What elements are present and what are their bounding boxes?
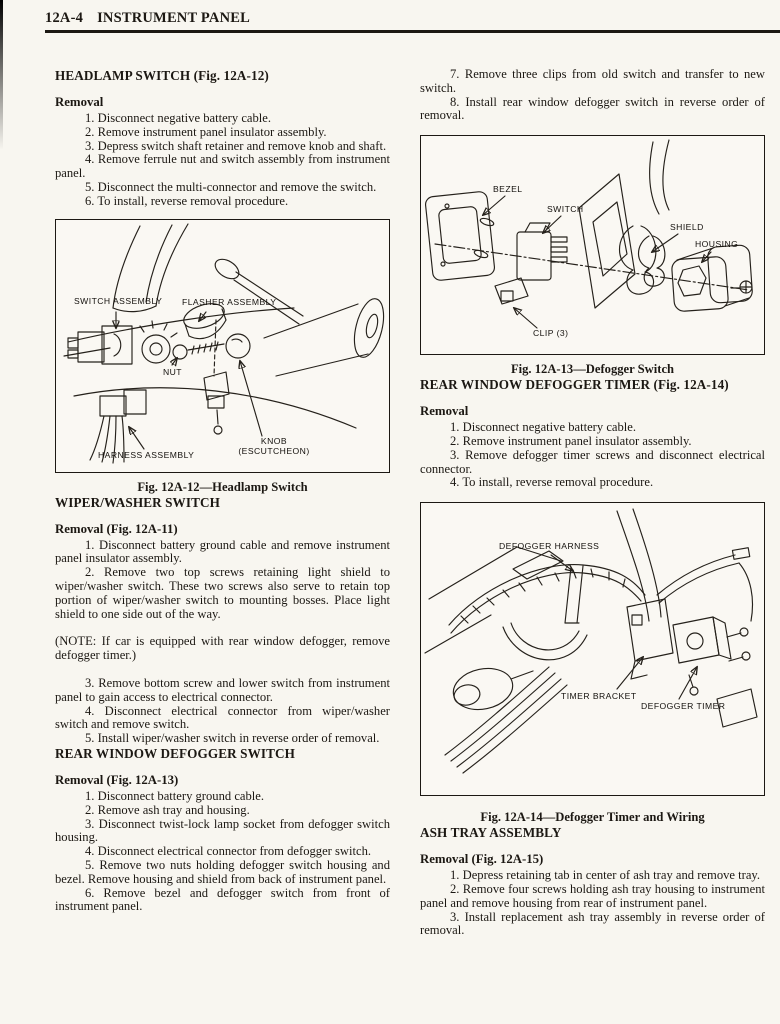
procedure-step: 4. Disconnect electrical connector from … bbox=[55, 703, 390, 732]
scan-edge-artifact bbox=[0, 0, 3, 150]
procedure-step: 8. Install rear window defogger switch i… bbox=[420, 94, 765, 123]
left-column: HEADLAMP SWITCH (Fig. 12A-12) Removal 1.… bbox=[55, 42, 390, 938]
figure-12a12: SWITCH ASSEMBLY FLASHER ASSEMBLY NUT HAR… bbox=[55, 218, 390, 495]
procedure-step: 3. Depress switch shaft retainer and rem… bbox=[85, 138, 387, 153]
procedure-step: 5. Install wiper/washer switch in revers… bbox=[85, 731, 380, 746]
figure-12a14-caption: Fig. 12A-14—Defogger Timer and Wiring bbox=[480, 810, 705, 825]
procedure-step: 6. Remove bezel and defogger switch from… bbox=[55, 885, 390, 914]
figure-label-switch: SWITCH bbox=[547, 204, 584, 215]
figure-12a14-box: DEFOGGER HARNESS TIMER BRACKET DEFOGGER … bbox=[420, 502, 765, 797]
figure-label-switch-assembly: SWITCH ASSEMBLY bbox=[74, 295, 163, 306]
procedure-step: 5. Disconnect the multi-connector and re… bbox=[85, 179, 377, 194]
figure-label-shield: SHIELD bbox=[670, 222, 704, 233]
procedure-step: 2. Remove two top screws retaining light… bbox=[55, 565, 390, 621]
procedure-step: 1. Disconnect battery ground cable and r… bbox=[55, 537, 390, 566]
procedure-step: 1. Depress retaining tab in center of as… bbox=[450, 868, 761, 883]
procedure-step: 7. Remove three clips from old switch an… bbox=[420, 67, 765, 95]
figure-12a13-caption: Fig. 12A-13—Defogger Switch bbox=[510, 362, 675, 377]
removal-subheading: Removal bbox=[55, 95, 104, 109]
procedure-step: 2. Remove ash tray and housing. bbox=[85, 802, 250, 817]
figure-12a13: BEZEL SWITCH SHIELD HOUSING CLIP (3) Fig… bbox=[420, 135, 765, 377]
figure-label-nut: NUT bbox=[163, 366, 183, 377]
page-title: INSTRUMENT PANEL bbox=[97, 10, 250, 26]
figure-label-defogger-harness: DEFOGGER HARNESS bbox=[499, 541, 600, 552]
figure-12a12-caption: Fig. 12A-12—Headlamp Switch bbox=[137, 479, 308, 494]
figure-label-harness-assembly: HARNESS ASSEMBLY bbox=[98, 449, 195, 460]
procedure-step: 3. Remove bottom screw and lower switch … bbox=[55, 675, 390, 704]
headlamp-switch-diagram bbox=[63, 223, 385, 464]
figure-label-clip: CLIP (3) bbox=[533, 328, 569, 339]
defogger-timer-wiring-diagram bbox=[424, 508, 758, 774]
figure-label-flasher-assembly: FLASHER ASSEMBLY bbox=[182, 296, 277, 307]
procedure-step: 4. To install, reverse removal procedure… bbox=[450, 475, 654, 490]
section-heading-ash-tray: ASH TRAY ASSEMBLY bbox=[420, 825, 562, 841]
section-heading-wiper-washer: WIPER/WASHER SWITCH bbox=[55, 494, 220, 510]
figure-label-defogger-timer: DEFOGGER TIMER bbox=[641, 701, 726, 712]
procedure-step: 2. Remove instrument panel insulator ass… bbox=[450, 433, 692, 448]
two-column-body: HEADLAMP SWITCH (Fig. 12A-12) Removal 1.… bbox=[55, 42, 765, 938]
procedure-step: 3. Disconnect twist-lock lamp socket fro… bbox=[55, 816, 390, 845]
procedure-step: 1. Disconnect negative battery cable. bbox=[85, 111, 272, 125]
procedure-step: 5. Remove two nuts holding defogger swit… bbox=[55, 857, 390, 886]
procedure-step: 2. Remove instrument panel insulator ass… bbox=[85, 124, 327, 139]
procedure-step: 3. Remove defogger timer screws and disc… bbox=[420, 447, 765, 476]
page-header: 12A-4 INSTRUMENT PANEL bbox=[45, 10, 780, 33]
defogger-switch-diagram bbox=[424, 139, 753, 329]
removal-subheading: Removal (Fig. 12A-11) bbox=[55, 521, 178, 536]
procedure-step: 1. Disconnect negative battery cable. bbox=[450, 420, 637, 435]
section-heading-defogger-timer: REAR WINDOW DEFOGGER TIMER (Fig. 12A-14) bbox=[420, 377, 729, 393]
header-rule bbox=[45, 30, 780, 33]
page-number: 12A-4 bbox=[45, 10, 84, 26]
figure-label-bezel: BEZEL bbox=[493, 184, 523, 195]
figure-label-timer-bracket: TIMER BRACKET bbox=[561, 691, 637, 702]
removal-subheading: Removal (Fig. 12A-13) bbox=[55, 772, 179, 787]
figure-12a12-box: SWITCH ASSEMBLY FLASHER ASSEMBLY NUT HAR… bbox=[55, 218, 390, 473]
removal-subheading: Removal (Fig. 12A-15) bbox=[420, 852, 544, 867]
procedure-step: 6. To install, reverse removal procedure… bbox=[85, 193, 289, 208]
figure-12a13-box: BEZEL SWITCH SHIELD HOUSING CLIP (3) bbox=[420, 135, 765, 356]
procedure-step: 4. Disconnect electrical connector from … bbox=[85, 844, 372, 859]
procedure-step: 2. Remove four screws holding ash tray h… bbox=[420, 881, 765, 910]
procedure-step: 3. Install replacement ash tray assembly… bbox=[420, 909, 765, 938]
figure-label-housing: HOUSING bbox=[695, 239, 739, 250]
right-column: 7. Remove three clips from old switch an… bbox=[420, 42, 765, 938]
section-heading-defogger-switch: REAR WINDOW DEFOGGER SWITCH bbox=[55, 745, 295, 761]
section-heading-headlamp-switch: HEADLAMP SWITCH (Fig. 12A-12) bbox=[55, 68, 269, 83]
figure-12a14: DEFOGGER HARNESS TIMER BRACKET DEFOGGER … bbox=[420, 502, 765, 825]
procedure-step: 1. Disconnect battery ground cable. bbox=[85, 788, 265, 803]
figure-label-knob: KNOB (ESCUTCHEON) bbox=[238, 435, 310, 456]
note-paragraph: (NOTE: If car is equipped with rear wind… bbox=[55, 634, 390, 663]
removal-subheading: Removal bbox=[420, 404, 469, 419]
procedure-step: 4. Remove ferrule nut and switch assembl… bbox=[55, 152, 390, 181]
